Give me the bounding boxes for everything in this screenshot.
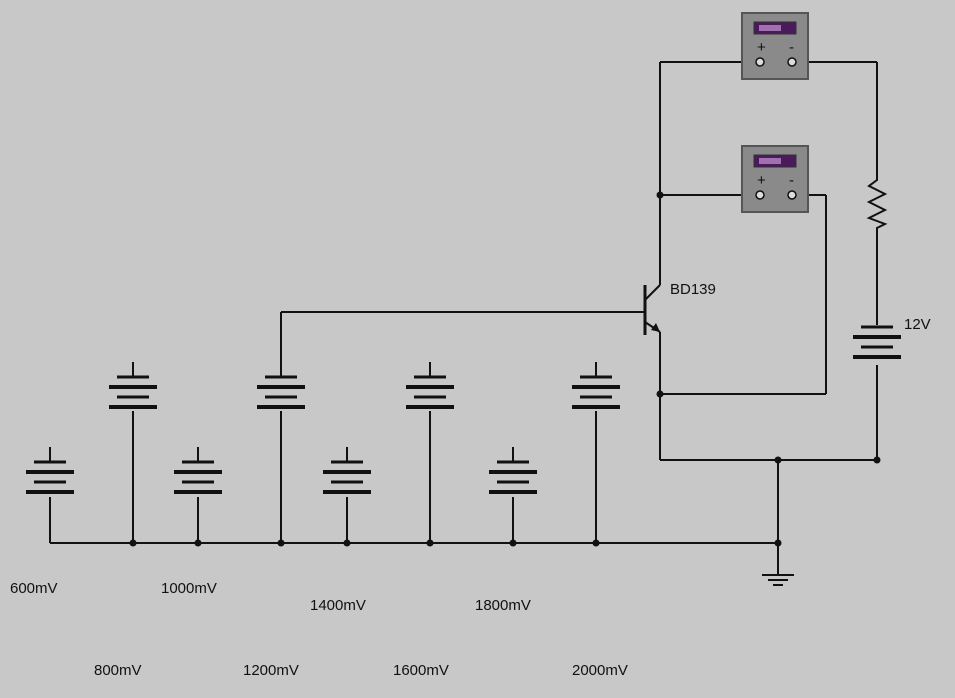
transistor-label: BD139 [670,281,716,298]
ammeter-plus-label: + [757,39,766,56]
supply-label: 12V [904,316,931,333]
battery-label-2000mv: 2000mV [572,662,628,679]
voltmeter-plus-label: + [757,172,766,189]
battery-12v[interactable] [853,325,901,359]
wires [49,61,878,575]
ammeter-minus-label: - [789,39,794,56]
battery-1600mv[interactable] [406,362,454,409]
battery-label-1400mv: 1400mV [310,597,366,614]
ammeter[interactable]: + - [741,12,809,80]
voltmeter-minus-label: - [789,172,794,189]
labels: 600mV 800mV 1000mV 1200mV 1400mV 1600mV … [10,281,931,679]
battery-label-1200mv: 1200mV [243,662,299,679]
voltmeter-plus-terminal[interactable] [755,190,765,200]
ammeter-minus-terminal[interactable] [787,57,797,67]
battery-2000mv[interactable] [572,362,620,409]
battery-1800mv[interactable] [489,447,537,494]
battery-600mv[interactable] [26,447,74,494]
battery-1400mv[interactable] [323,447,371,494]
voltmeter-minus-terminal[interactable] [787,190,797,200]
ammeter-plus-terminal[interactable] [755,57,765,67]
battery-label-600mv: 600mV [10,580,58,597]
battery-1000mv[interactable] [174,447,222,494]
battery-label-800mv: 800mV [94,662,142,679]
battery-800mv[interactable] [109,362,157,409]
transistor-bd139[interactable] [640,284,661,335]
junctions [129,191,881,547]
battery-label-1600mv: 1600mV [393,662,449,679]
ground-icon [762,574,794,586]
battery-label-1800mv: 1800mV [475,597,531,614]
battery-label-1000mv: 1000mV [161,580,217,597]
battery-1200mv[interactable] [257,362,305,409]
resistor[interactable] [866,172,888,232]
voltmeter[interactable]: + - [741,145,809,213]
